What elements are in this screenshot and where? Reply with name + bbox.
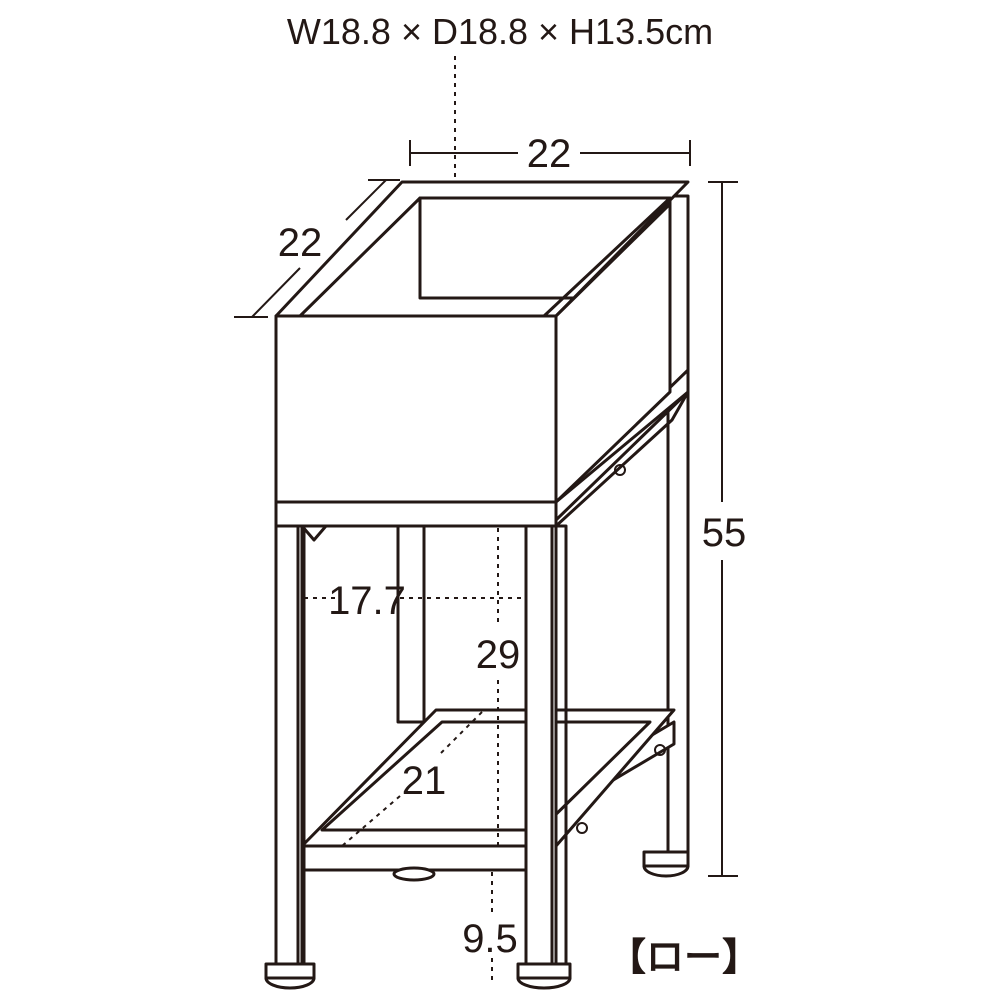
dimension-shelf-depth: 21: [341, 711, 483, 847]
inner-width-label: 17.7: [328, 579, 406, 623]
screw-icon: [576, 822, 588, 834]
dimension-shelf-clearance: 9.5: [462, 872, 518, 984]
screws: [576, 464, 666, 834]
planter-box: [274, 202, 672, 504]
dimension-total-height: 55: [702, 181, 747, 877]
screw-icon: [614, 464, 626, 476]
dimension-leg-height: 29: [476, 528, 521, 846]
planter-size-title: W18.8 × D18.8 × H13.5cm: [287, 11, 713, 52]
variant-tag: 【ロー】: [608, 937, 760, 979]
leg-height-label: 29: [476, 633, 521, 677]
top-depth-label: 22: [278, 221, 323, 265]
dimension-top-width: 22: [409, 132, 691, 176]
shelf-clearance-label: 9.5: [462, 917, 518, 961]
shelf-depth-label: 21: [402, 759, 447, 803]
lower-shelf: [300, 708, 676, 882]
dimension-top-depth: 22: [234, 179, 400, 318]
top-width-label: 22: [527, 132, 572, 176]
front-frame: [264, 390, 690, 990]
total-height-label: 55: [702, 511, 747, 555]
screw-icon: [654, 744, 666, 756]
dimension-inner-width: 17.7: [304, 579, 526, 623]
